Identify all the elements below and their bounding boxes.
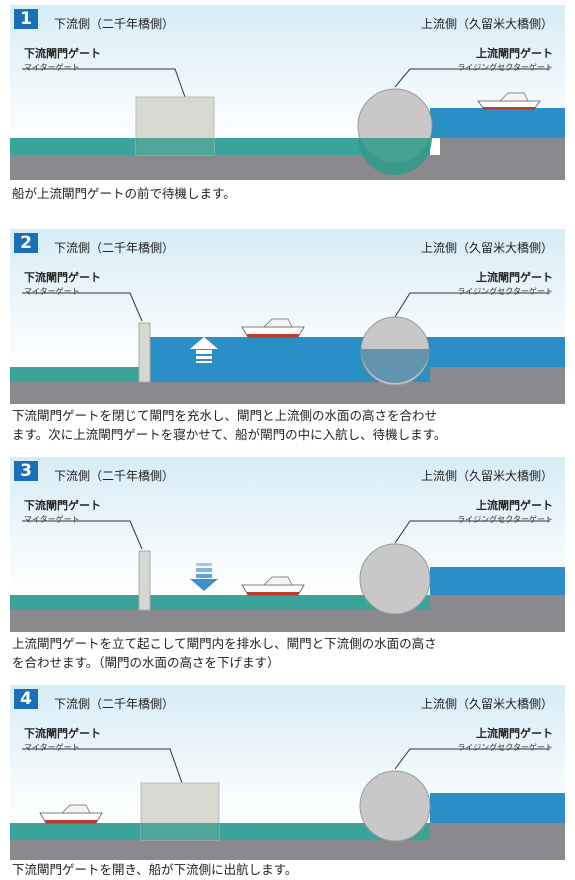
lock-water (10, 138, 430, 155)
sector-gate-submerged (358, 138, 432, 175)
leader-line (394, 68, 550, 88)
downstream-side-label: 下流側（二千年橋側） (54, 17, 175, 31)
caption-line: 下流閘門ゲートを閉じて閘門を充水し、閘門と上流側の水面の高さを合わせ (12, 408, 438, 423)
leader-line (394, 292, 550, 318)
upstream-side-label: 上流側（久留米大橋側） (420, 241, 553, 255)
water-draining-arrow-icon (190, 563, 218, 591)
upstream-water (430, 108, 565, 138)
downstream-side-label: 下流側（二千年橋側） (54, 469, 175, 483)
step-caption: 下流閘門ゲートを開き、船が下流側に出航します。 (12, 860, 297, 879)
miter-gate-submerged (136, 138, 214, 155)
water-rising-arrow-icon (190, 337, 218, 363)
downstream-gate-name: 下流閘門ゲート (24, 271, 101, 284)
step-1-diagram: 1 下流側（二千年橋側） 上流側（久留米大橋側） 下流閘門ゲート マイターゲート… (10, 5, 565, 180)
upstream-gate-type: ライジングセクターゲート (457, 743, 553, 752)
upstream-gate-type: ライジングセクターゲート (457, 287, 553, 296)
downstream-water (10, 367, 142, 382)
step-2-diagram: 2 下流側（二千年橋側） 上流側（久留米大橋側） 下流閘門ゲート マイターゲート… (10, 229, 565, 404)
lock-scene (10, 292, 565, 404)
lock-scene (10, 520, 565, 632)
downstream-gate-label: 下流閘門ゲート マイターゲート (24, 727, 101, 755)
step-caption: 下流閘門ゲートを閉じて閘門を充水し、閘門と上流側の水面の高さを合わせ ます。次に… (12, 406, 446, 444)
upstream-riverbed (440, 137, 565, 180)
boat-icon (241, 576, 305, 596)
caption-line: を合わせます。（閘門の水面の高さを下げます） (12, 655, 280, 670)
caption-line: 船が上流閘門ゲートの前で待機します。 (12, 186, 236, 201)
upstream-riverbed (430, 367, 565, 382)
miter-gate-closed (138, 550, 151, 611)
upstream-gate-name: 上流閘門ゲート (476, 499, 553, 512)
boat-icon (241, 318, 305, 338)
upstream-gate-name: 上流閘門ゲート (476, 727, 553, 740)
lock-scene (10, 68, 565, 180)
upstream-side-label: 上流側（久留米大橋側） (420, 17, 553, 31)
upstream-gate-label: 上流閘門ゲート ライジングセクターゲート (457, 499, 553, 527)
step-3-diagram: 3 下流側（二千年橋側） 上流側（久留米大橋側） 下流閘門ゲート マイターゲート… (10, 457, 565, 632)
downstream-gate-type: マイターゲート (24, 743, 80, 752)
riverbed (10, 382, 565, 404)
leader-line (22, 292, 143, 322)
upstream-side-label: 上流側（久留米大橋側） (420, 469, 553, 483)
downstream-side-label: 下流側（二千年橋側） (54, 697, 175, 711)
downstream-gate-type: マイターゲート (24, 63, 80, 72)
downstream-side-label: 下流側（二千年橋側） (54, 241, 175, 255)
leader-line (22, 520, 143, 550)
downstream-gate-name: 下流閘門ゲート (24, 47, 101, 60)
riverbed (10, 610, 565, 632)
upstream-riverbed (430, 823, 565, 860)
boat-icon (477, 92, 541, 110)
step-number-badge: 4 (14, 689, 38, 709)
downstream-gate-name: 下流閘門ゲート (24, 499, 101, 512)
leader-line (394, 748, 550, 770)
caption-line: 上流閘門ゲートを立て起こして閘門内を排水し、閘門と下流側の水面の高さ (12, 636, 437, 651)
leader-line (394, 520, 550, 544)
miter-gate-submerged (141, 823, 219, 840)
sector-gate-raised (359, 770, 431, 842)
upstream-gate-label: 上流閘門ゲート ライジングセクターゲート (457, 47, 553, 75)
miter-gate-closed (138, 322, 151, 383)
upstream-water (430, 793, 565, 823)
upstream-water (430, 567, 565, 595)
upstream-side-label: 上流側（久留米大橋側） (420, 697, 553, 711)
downstream-gate-label: 下流閘門ゲート マイターゲート (24, 47, 101, 75)
sector-gate-lowered (361, 349, 429, 383)
upstream-gate-name: 上流閘門ゲート (476, 271, 553, 284)
downstream-gate-label: 下流閘門ゲート マイターゲート (24, 499, 101, 527)
step-number-badge: 3 (14, 461, 38, 481)
lock-scene (10, 748, 565, 860)
step-4-diagram: 4 下流側（二千年橋側） 上流側（久留米大橋側） 下流閘門ゲート マイターゲート… (10, 685, 565, 860)
upstream-gate-label: 上流閘門ゲート ライジングセクターゲート (457, 727, 553, 755)
downstream-gate-type: マイターゲート (24, 287, 80, 296)
leader-line (22, 68, 186, 98)
riverbed (10, 840, 565, 860)
downstream-gate-type: マイターゲート (24, 515, 80, 524)
step-caption: 船が上流閘門ゲートの前で待機します。 (12, 184, 236, 203)
leader-line (22, 748, 183, 784)
step-number-badge: 1 (14, 9, 38, 29)
upstream-gate-label: 上流閘門ゲート ライジングセクターゲート (457, 271, 553, 299)
downstream-gate-label: 下流閘門ゲート マイターゲート (24, 271, 101, 299)
sector-gate-raised (359, 543, 431, 615)
step-caption: 上流閘門ゲートを立て起こして閘門内を排水し、閘門と下流側の水面の高さ を合わせま… (12, 634, 437, 672)
lock-water (10, 823, 430, 840)
lock-water-lowered (10, 595, 430, 610)
boat-icon (39, 804, 103, 824)
upstream-gate-type: ライジングセクターゲート (457, 515, 553, 524)
upstream-gate-name: 上流閘門ゲート (476, 47, 553, 60)
caption-line: ます。次に上流閘門ゲートを寝かせて、船が閘門の中に入航し、待機します。 (12, 427, 447, 442)
upstream-gate-type: ライジングセクターゲート (457, 63, 553, 72)
caption-line: 下流閘門ゲートを開き、船が下流側に出航します。 (12, 862, 298, 877)
upstream-riverbed (430, 595, 565, 632)
downstream-gate-name: 下流閘門ゲート (24, 727, 101, 740)
step-number-badge: 2 (14, 233, 38, 253)
